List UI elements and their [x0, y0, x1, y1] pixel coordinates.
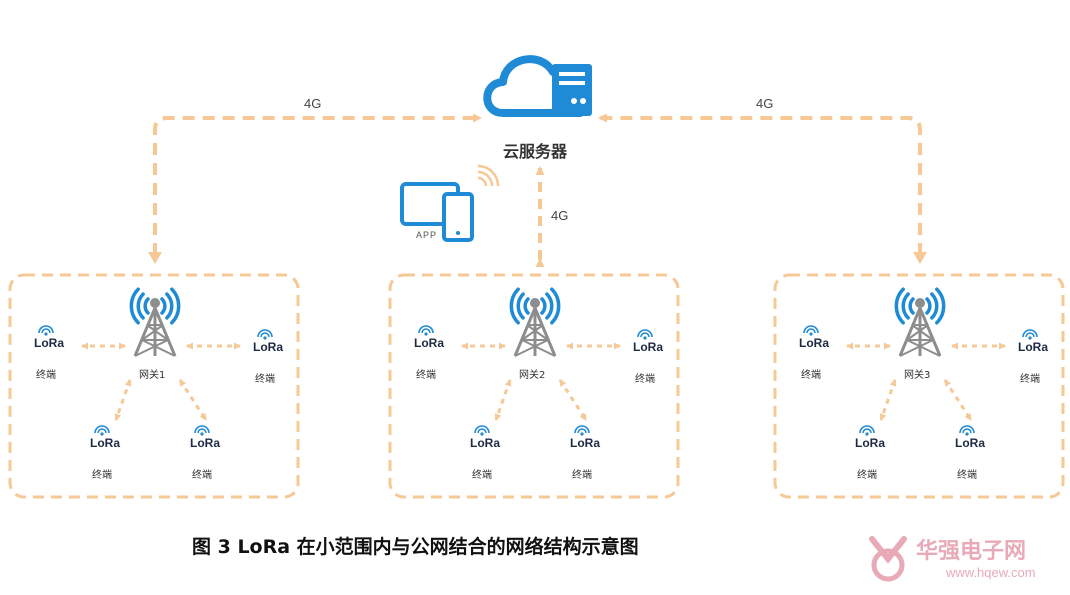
terminal-label: 终端: [472, 470, 492, 481]
lora-logo: LoRa: [633, 340, 663, 354]
lora-wifi-icon: [474, 425, 490, 436]
watermark-name: 华强电子网: [916, 539, 1027, 564]
app-label: APP: [416, 230, 438, 240]
terminal-label: 终端: [572, 470, 592, 481]
lora-wifi-icon: [803, 325, 819, 336]
lora-logo: LoRa: [190, 436, 220, 450]
watermark-logo-icon: [869, 536, 907, 582]
watermark: 华强电子网 www.hqew.com: [866, 533, 1066, 588]
cloud-server-label: 云服务器: [503, 142, 568, 161]
lora-wifi-icon: [418, 325, 434, 336]
lora-wifi-icon: [959, 425, 975, 436]
terminal-label: 终端: [416, 370, 436, 381]
lora-wifi-icon: [574, 425, 590, 436]
lora-logo: LoRa: [414, 336, 444, 350]
terminal-label: 终端: [801, 370, 821, 381]
cluster-2-box: [388, 273, 680, 499]
lora-wifi-icon: [637, 329, 653, 340]
link-label-left: 4G: [304, 96, 322, 111]
cluster-1-box: [8, 273, 300, 499]
terminal-label: 终端: [957, 470, 977, 481]
gateway-terminal-links: [461, 342, 621, 421]
terminal-label: 终端: [255, 374, 275, 385]
terminal-label: 终端: [92, 470, 112, 481]
terminal-label: 终端: [1020, 374, 1040, 385]
terminal-label: 终端: [635, 374, 655, 385]
app-devices-icon: [400, 164, 500, 242]
lora-logo: LoRa: [570, 436, 600, 450]
gateway-tower-icon: [894, 287, 946, 357]
figure-caption: 图 3 LoRa 在小范围内与公网结合的网络结构示意图: [192, 536, 639, 558]
terminal-label: 终端: [192, 470, 212, 481]
uplink-left: [153, 113, 482, 255]
gateway-terminal-links: [846, 342, 1006, 421]
lora-logo: LoRa: [799, 336, 829, 350]
gateway-label: 网关2: [519, 370, 546, 381]
terminal-label: 终端: [36, 370, 56, 381]
cloud-server-icon: [483, 55, 592, 117]
lora-logo: LoRa: [855, 436, 885, 450]
lora-wifi-icon: [94, 425, 110, 436]
lora-logo: LoRa: [90, 436, 120, 450]
lora-wifi-icon: [859, 425, 875, 436]
link-label-center: 4G: [551, 208, 569, 223]
watermark-url: www.hqew.com: [946, 565, 1036, 580]
link-label-right: 4G: [756, 96, 774, 111]
downlink-arrows: [148, 252, 927, 264]
gateway-label: 网关3: [904, 370, 931, 381]
lora-wifi-icon: [257, 329, 273, 340]
gateway-tower-icon: [509, 287, 561, 357]
lora-logo: LoRa: [470, 436, 500, 450]
terminal-label: 终端: [857, 470, 877, 481]
lora-logo: LoRa: [253, 340, 283, 354]
gateway-tower-icon: [129, 287, 181, 357]
lora-wifi-icon: [194, 425, 210, 436]
lora-logo: LoRa: [1018, 340, 1048, 354]
lora-logo: LoRa: [34, 336, 64, 350]
gateway-terminal-links: [81, 342, 241, 421]
lora-wifi-icon: [1022, 329, 1038, 340]
lora-logo: LoRa: [955, 436, 985, 450]
gateway-label: 网关1: [139, 370, 166, 381]
lora-wifi-icon: [38, 325, 54, 336]
cluster-3-box: [773, 273, 1065, 499]
uplink-right: [598, 113, 922, 255]
